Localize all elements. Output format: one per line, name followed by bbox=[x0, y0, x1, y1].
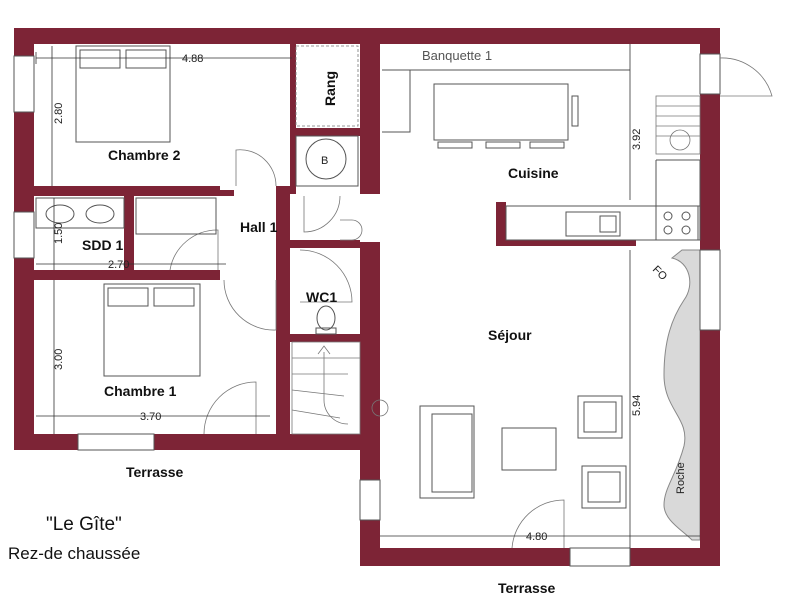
sofa bbox=[419, 405, 475, 499]
room-sejour: Séjour bbox=[488, 327, 532, 343]
storage-rang bbox=[295, 45, 359, 127]
bed-chambre2 bbox=[75, 45, 171, 143]
dim-sdd1-depth: 1.50 bbox=[53, 223, 65, 244]
toilet bbox=[316, 305, 336, 331]
windows bbox=[13, 53, 721, 567]
dim-sejour-width: 4.80 bbox=[526, 531, 547, 543]
cooktop bbox=[655, 205, 699, 241]
shower bbox=[135, 197, 217, 235]
dining-table bbox=[433, 83, 569, 141]
label-banquette: Banquette 1 bbox=[422, 48, 492, 63]
room-hall1: Hall 1 bbox=[240, 219, 278, 235]
room-wc1: WC1 bbox=[306, 289, 337, 305]
furniture bbox=[35, 45, 701, 509]
sink-counter bbox=[35, 197, 125, 229]
kitchen-counter bbox=[505, 205, 701, 241]
dim-chambre1-depth: 3.00 bbox=[53, 349, 65, 370]
label-terrasse-bottom: Terrasse bbox=[498, 580, 556, 596]
armchair-top bbox=[577, 395, 623, 439]
banquette bbox=[382, 69, 630, 133]
dim-sdd1-width: 2.70 bbox=[108, 259, 129, 271]
room-chambre2: Chambre 2 bbox=[108, 147, 181, 163]
doors bbox=[169, 57, 773, 549]
room-chambre1: Chambre 1 bbox=[104, 383, 177, 399]
dim-cuisine-depth: 3.92 bbox=[631, 129, 643, 150]
stairs-kitchen bbox=[655, 95, 701, 155]
label-roche: Roche bbox=[675, 462, 687, 494]
coffee-table bbox=[501, 427, 557, 471]
plan-title: "Le Gîte" bbox=[46, 514, 122, 535]
bed-chambre1 bbox=[103, 283, 201, 377]
rock-shape bbox=[663, 249, 701, 541]
armchair-bottom bbox=[581, 465, 627, 509]
boiler bbox=[295, 135, 359, 187]
room-sdd1: SDD 1 bbox=[82, 237, 123, 253]
room-rang: Rang bbox=[322, 71, 338, 106]
plan-subtitle: Rez-de chaussée bbox=[8, 544, 141, 563]
dim-chambre1-width: 3.70 bbox=[140, 411, 161, 423]
label-boiler: B bbox=[321, 155, 328, 167]
room-cuisine: Cuisine bbox=[508, 165, 559, 181]
dim-sejour-depth: 5.94 bbox=[631, 395, 643, 416]
dim-chambre2-depth: 2.80 bbox=[53, 103, 65, 124]
stairs-hall bbox=[291, 341, 389, 435]
dimension-lines bbox=[35, 44, 700, 548]
label-terrasse-left: Terrasse bbox=[126, 464, 184, 480]
dim-chambre2-width: 4.88 bbox=[182, 53, 203, 65]
